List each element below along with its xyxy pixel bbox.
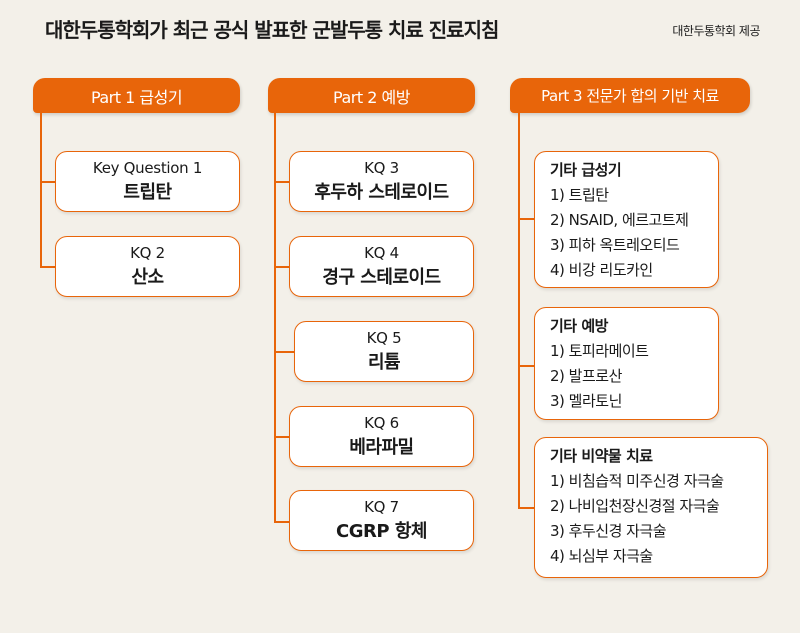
group-heading: 기타 급성기 xyxy=(550,161,622,179)
list-item: 3) 멜라토닌 xyxy=(550,392,622,410)
connector xyxy=(274,521,289,523)
group-non-drug: 기타 비약물 치료 1) 비침습적 미주신경 자극술 2) 나비입천장신경절 자… xyxy=(534,437,768,578)
kq-name: 트립탄 xyxy=(123,182,172,203)
part-1-header: Part 1 급성기 xyxy=(33,78,240,113)
kq-box: KQ 3 후두하 스테로이드 xyxy=(289,151,474,212)
list-item: 1) 트립탄 xyxy=(550,186,609,204)
page-title: 대한두통학회가 최근 공식 발표한 군발두통 치료 진료지침 xyxy=(45,18,499,42)
kq-label: KQ 4 xyxy=(364,244,399,262)
list-item: 4) 뇌심부 자극술 xyxy=(550,547,653,565)
connector xyxy=(274,266,289,268)
kq-name: 산소 xyxy=(131,267,164,288)
group-acute: 기타 급성기 1) 트립탄 2) NSAID, 에르고트제 3) 피하 옥트레오… xyxy=(534,151,719,288)
connector xyxy=(518,218,534,220)
list-item: 4) 비강 리도카인 xyxy=(550,261,653,279)
kq-name: 경구 스테로이드 xyxy=(322,267,441,288)
list-item: 1) 비침습적 미주신경 자극술 xyxy=(550,472,724,490)
connector xyxy=(274,113,276,522)
credit: 대한두통학회 제공 xyxy=(672,24,760,38)
group-prevention: 기타 예방 1) 토피라메이트 2) 발프로산 3) 멜라토닌 xyxy=(534,307,719,420)
kq-box: KQ 6 베라파밀 xyxy=(289,406,474,467)
kq-name: 베라파밀 xyxy=(349,437,414,458)
group-heading: 기타 비약물 치료 xyxy=(550,447,653,465)
connector xyxy=(274,436,289,438)
connector xyxy=(40,266,55,268)
connector xyxy=(40,181,55,183)
kq-name: 리튬 xyxy=(367,352,401,373)
list-item: 3) 후두신경 자극술 xyxy=(550,522,667,540)
part-3-header: Part 3 전문가 합의 기반 치료 xyxy=(510,78,750,113)
list-item: 2) 나비입천장신경절 자극술 xyxy=(550,497,720,515)
connector xyxy=(274,351,294,353)
kq-label: KQ 6 xyxy=(364,414,399,432)
connector xyxy=(40,113,42,267)
kq-box: KQ 5 리튬 xyxy=(294,321,474,382)
list-item: 2) NSAID, 에르고트제 xyxy=(550,211,689,229)
kq-label: Key Question 1 xyxy=(92,159,203,177)
connector xyxy=(518,507,534,509)
kq-label: KQ 5 xyxy=(366,329,402,347)
list-item: 1) 토피라메이트 xyxy=(550,342,649,360)
connector xyxy=(518,365,534,367)
list-item: 2) 발프로산 xyxy=(550,367,622,385)
kq-name: 후두하 스테로이드 xyxy=(314,182,449,203)
kq-box: KQ 2 산소 xyxy=(55,236,240,297)
kq-label: KQ 3 xyxy=(364,159,399,177)
connector xyxy=(518,113,520,509)
kq-label: KQ 2 xyxy=(130,244,165,262)
list-item: 3) 피하 옥트레오티드 xyxy=(550,236,680,254)
kq-box: Key Question 1 트립탄 xyxy=(55,151,240,212)
kq-box: KQ 7 CGRP 항체 xyxy=(289,490,474,551)
kq-box: KQ 4 경구 스테로이드 xyxy=(289,236,474,297)
kq-name: CGRP 항체 xyxy=(336,521,427,542)
group-heading: 기타 예방 xyxy=(550,317,608,335)
connector xyxy=(274,181,289,183)
part-2-header: Part 2 예방 xyxy=(268,78,475,113)
kq-label: KQ 7 xyxy=(364,498,399,516)
